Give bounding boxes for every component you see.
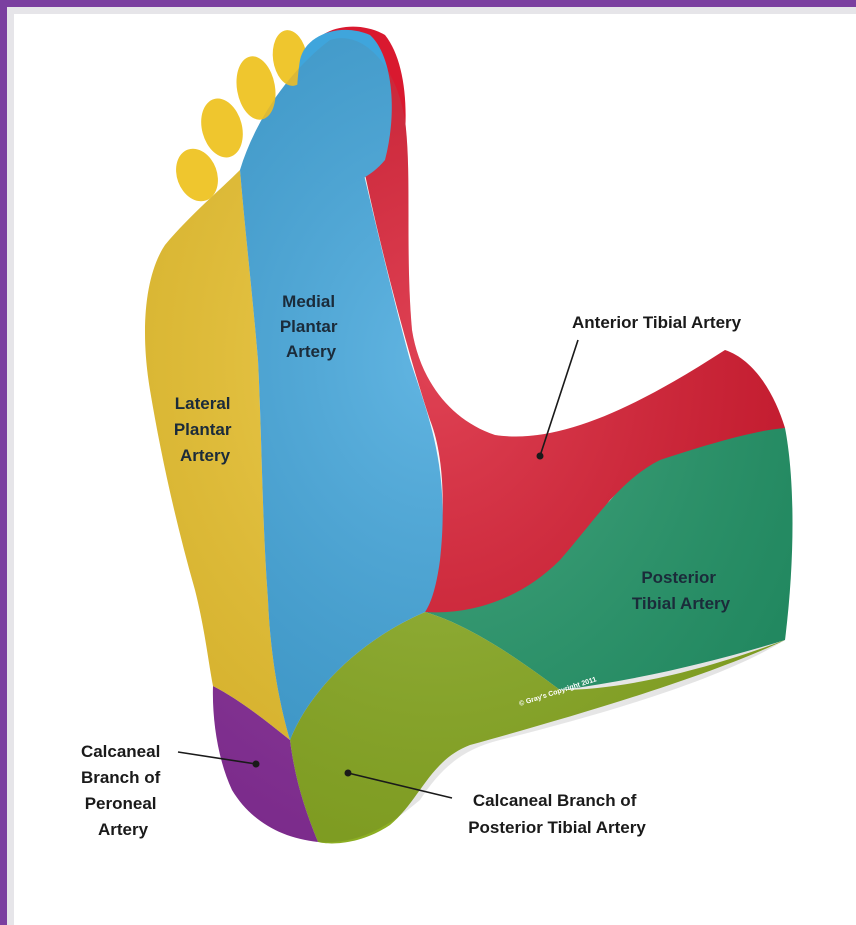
label-lateral-plantar: Lateral Plantar Artery [174, 394, 236, 465]
label-anterior-tibial: Anterior Tibial Artery [572, 313, 742, 332]
foot-shading [145, 38, 793, 842]
pointer-dot-anterior [537, 453, 544, 460]
label-medial-plantar: Medial Plantar Artery [280, 292, 342, 361]
pointer-dot-posterior [345, 770, 352, 777]
label-calcaneal-peroneal: Calcaneal Branch of Peroneal Artery [81, 742, 165, 839]
pointer-dot-peroneal [253, 761, 260, 768]
label-calcaneal-posterior-tibial: Calcaneal Branch of Posterior Tibial Art… [468, 791, 646, 837]
